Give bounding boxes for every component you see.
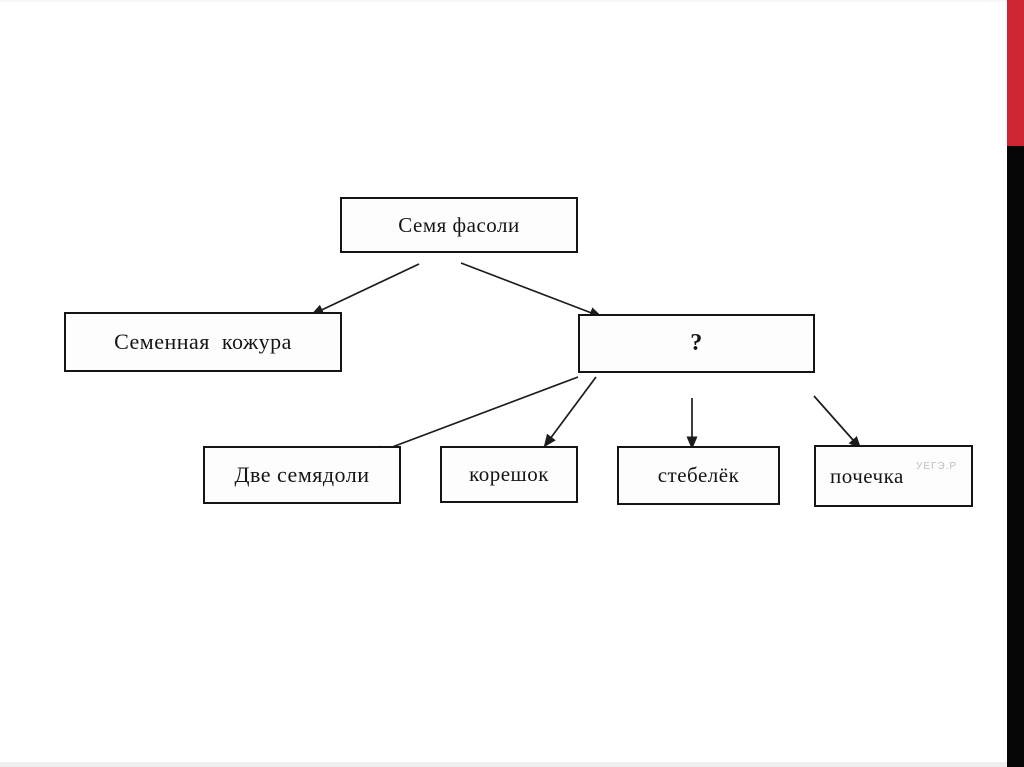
edge-seed-to-seed-coat [310,263,420,316]
node-radicle: корешок [440,446,578,503]
node-stem: стебелёк [617,446,780,505]
node-stem-label: стебелёк [657,463,740,487]
node-unknown-label: ? [690,330,703,356]
edge-unknown-to-radicle [543,376,597,448]
node-cotyledons-label: Две семядоли [234,462,370,487]
edge-seed-to-unknown [460,262,603,318]
node-seed: Семя фасоли [340,197,578,253]
node-seed-coat-label: Семенная кожура [114,329,292,354]
node-seed-coat: Семенная кожура [64,312,342,372]
node-seed-label: Семя фасоли [398,212,520,237]
node-unknown-question: ? [578,314,815,373]
slide-top-border [0,0,1024,2]
black-accent-bar [1007,146,1024,767]
node-bud-label: почечка [830,463,904,488]
node-bud: почечка [814,445,973,507]
edge-unknown-to-cotyledons [370,376,579,456]
watermark: УЕГЭ.Р [916,461,958,472]
node-radicle-label: корешок [469,462,549,486]
red-accent-bar [1007,0,1024,146]
slide-bottom-border [0,762,1024,767]
edge-unknown-to-bud [813,395,862,450]
node-cotyledons: Две семядоли [203,446,401,504]
